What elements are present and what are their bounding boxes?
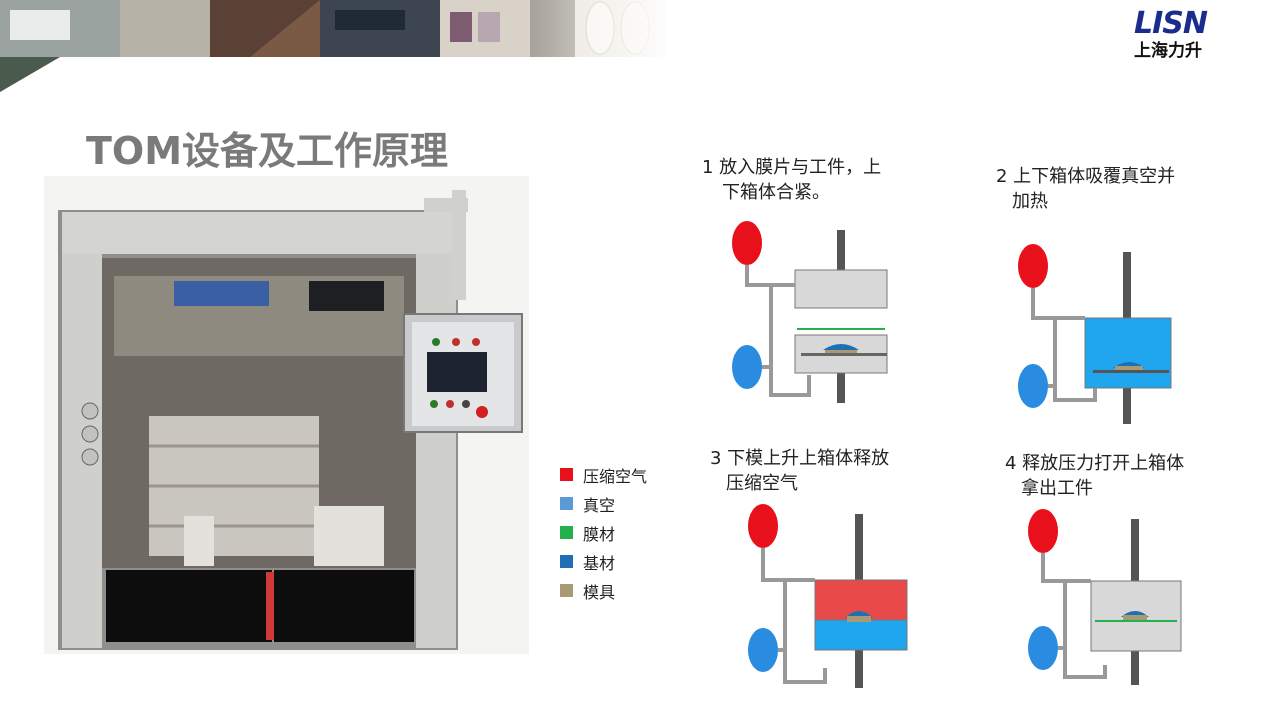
legend-swatch xyxy=(560,468,573,481)
legend-label: 模具 xyxy=(583,582,616,602)
tom-machine-photo xyxy=(44,176,529,654)
legend-item-vacuum: 真空 xyxy=(560,489,647,518)
vacuum-tank xyxy=(1028,626,1058,670)
legend-label: 基材 xyxy=(583,553,616,573)
step-3-title: 3 下模上升上箱体释放 压缩空气 xyxy=(710,446,889,496)
step-2-line-1: 2 上下箱体吸覆真空并 xyxy=(996,166,1176,187)
legend-label: 真空 xyxy=(583,495,616,515)
air-tank xyxy=(1028,509,1058,553)
legend-label: 膜材 xyxy=(583,524,616,544)
legend-item-substrate: 基材 xyxy=(560,547,647,576)
step-1-title: 1 放入膜片与工件，上 下箱体合紧。 xyxy=(702,155,881,205)
step-2-diagram xyxy=(1018,244,1172,424)
logo-mark: LISN xyxy=(1134,6,1208,41)
vacuum-tank xyxy=(748,628,778,672)
step-1-line-1: 1 放入膜片与工件，上 xyxy=(702,157,882,178)
step-2-line-2: 加热 xyxy=(1012,191,1048,212)
vacuum-tank xyxy=(1018,364,1048,408)
step-3-line-1: 3 下模上升上箱体释放 xyxy=(710,448,890,469)
step-4-diagram xyxy=(1028,509,1182,685)
air-tank xyxy=(732,221,762,265)
banner-fade xyxy=(0,0,665,92)
step-4-line-1: 4 释放压力打开上箱体 xyxy=(1005,453,1185,474)
air-tank xyxy=(1018,244,1048,288)
legend-item-compressed-air: 压缩空气 xyxy=(560,460,647,489)
step-4-line-2: 拿出工件 xyxy=(1021,478,1093,499)
step-1-diagram xyxy=(732,221,888,403)
page-title: TOM设备及工作原理 xyxy=(86,129,449,173)
vacuum-box xyxy=(1084,317,1172,389)
logo-text: 上海力升 xyxy=(1134,41,1202,61)
header-photo-banner xyxy=(0,0,665,92)
legend-swatch xyxy=(560,584,573,597)
company-logo: LISN 上海力升 xyxy=(1134,8,1216,70)
step-3-line-2: 压缩空气 xyxy=(726,473,798,494)
vacuum-box-lower xyxy=(814,619,908,651)
air-tank xyxy=(748,504,778,548)
upper-box xyxy=(794,269,888,309)
legend-item-film: 膜材 xyxy=(560,518,647,547)
step-2-title: 2 上下箱体吸覆真空并 加热 xyxy=(996,164,1175,214)
legend-swatch xyxy=(560,555,573,568)
legend-label: 压缩空气 xyxy=(583,466,648,486)
step-4-title: 4 释放压力打开上箱体 拿出工件 xyxy=(1005,451,1184,501)
legend-swatch xyxy=(560,526,573,539)
step-3-diagram xyxy=(748,504,908,688)
legend: 压缩空气 真空 膜材 基材 模具 xyxy=(560,460,647,605)
legend-swatch xyxy=(560,497,573,510)
legend-item-mold: 模具 xyxy=(560,576,647,605)
vacuum-tank xyxy=(732,345,762,389)
step-1-line-2: 下箱体合紧。 xyxy=(722,182,830,203)
